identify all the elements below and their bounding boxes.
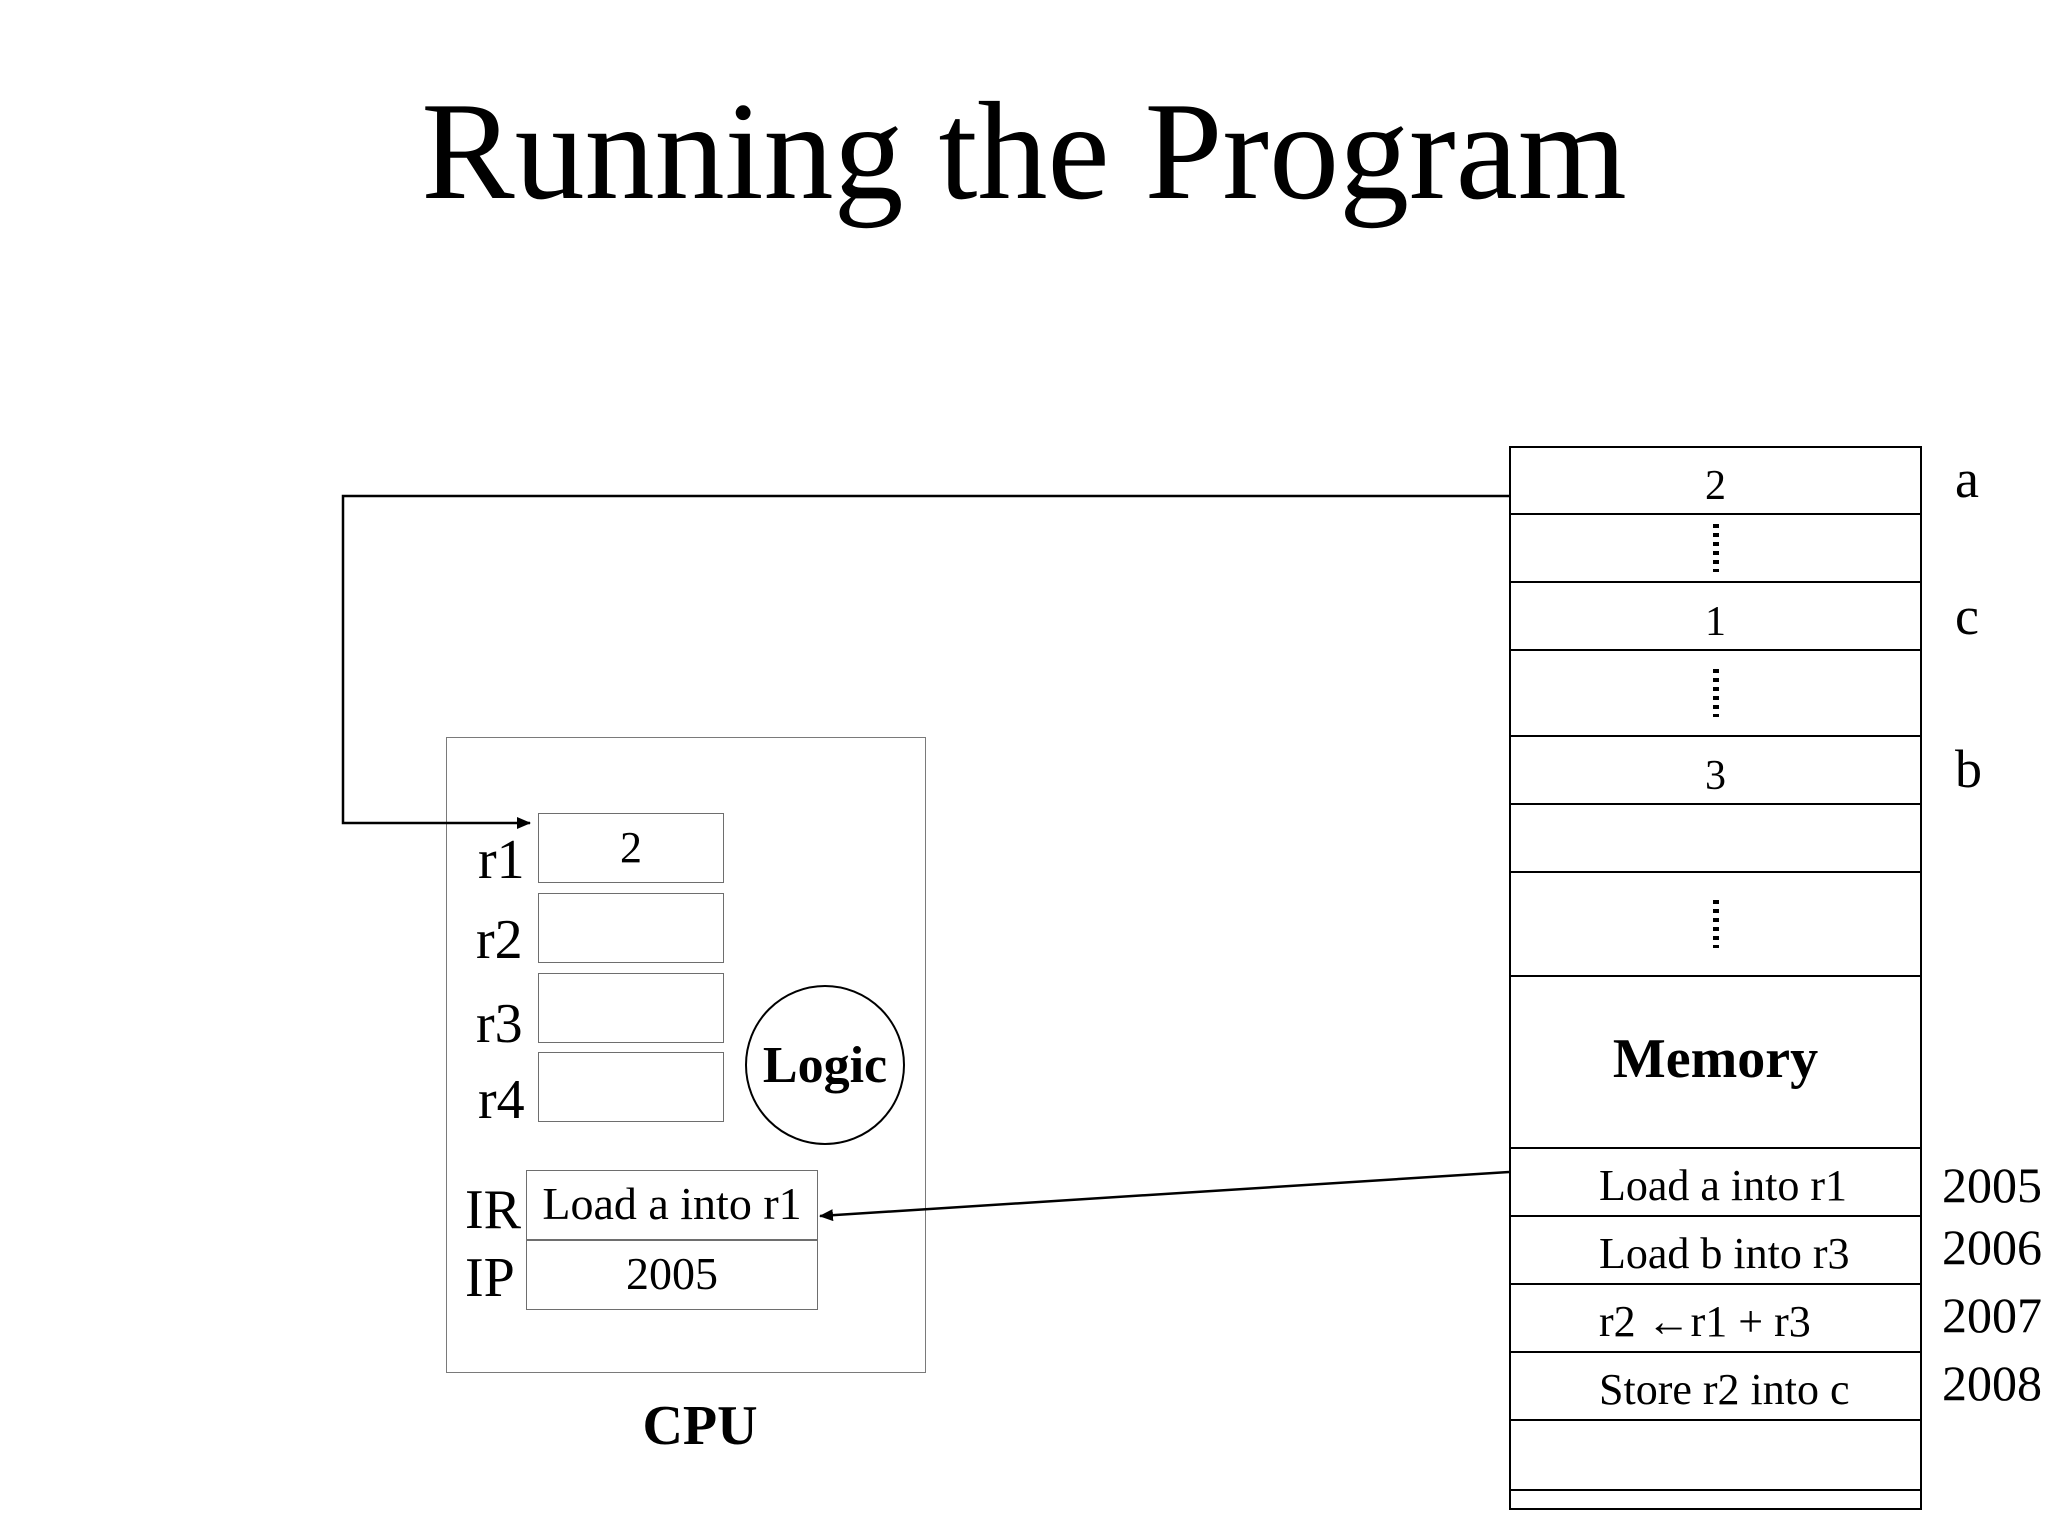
register-r3	[538, 973, 724, 1043]
ir-label: IR	[465, 1179, 521, 1241]
memory-instruction-2006: Load b into r3	[1599, 1229, 1850, 1278]
cpu-label: CPU	[642, 1395, 758, 1457]
register-label-r2: r2	[476, 909, 523, 971]
register-label-r3: r3	[476, 993, 523, 1055]
register-r1: 2	[538, 813, 724, 883]
memory-label: Memory	[1612, 1028, 1819, 1090]
instruction-register: Load a into r1	[526, 1170, 818, 1240]
ip-label: IP	[465, 1247, 515, 1309]
variable-label-b: b	[1955, 739, 1982, 799]
logic-unit: Logic	[745, 985, 905, 1145]
page-title: Running the Program	[421, 74, 1627, 229]
memory-column	[1509, 446, 1922, 1510]
memory-cell-gap-3	[1509, 872, 1922, 976]
instruction-pointer: 2005	[526, 1240, 818, 1310]
vertical-ellipsis-icon	[1712, 669, 1719, 717]
register-label-r1: r1	[478, 829, 525, 891]
address-2008: 2008	[1942, 1355, 2042, 1411]
load-arrow-a-to-r1	[341, 494, 1509, 829]
memory-cell-a: 2	[1705, 463, 1726, 509]
vertical-ellipsis-icon	[1712, 900, 1719, 948]
memory-cell-gap-2	[1509, 650, 1922, 736]
address-2007: 2007	[1942, 1287, 2042, 1343]
register-r4	[538, 1052, 724, 1122]
variable-label-a: a	[1955, 449, 1979, 509]
vertical-ellipsis-icon	[1712, 524, 1719, 572]
variable-label-c: c	[1955, 586, 1979, 646]
address-2006: 2006	[1942, 1219, 2042, 1275]
memory-instruction-2008: Store r2 into c	[1599, 1365, 1850, 1414]
fetch-arrow-to-ir	[819, 1170, 1510, 1222]
memory-instruction-2005: Load a into r1	[1599, 1161, 1848, 1210]
memory-cell-c: 1	[1705, 599, 1726, 645]
register-r2	[538, 893, 724, 963]
cpu-box	[446, 737, 926, 1373]
address-2005: 2005	[1942, 1157, 2042, 1213]
memory-cell-gap-1	[1509, 514, 1922, 582]
memory-instruction-2007: r2 ←r1 + r3	[1599, 1297, 1811, 1346]
register-label-r4: r4	[478, 1069, 525, 1131]
memory-cell-b: 3	[1705, 753, 1726, 799]
